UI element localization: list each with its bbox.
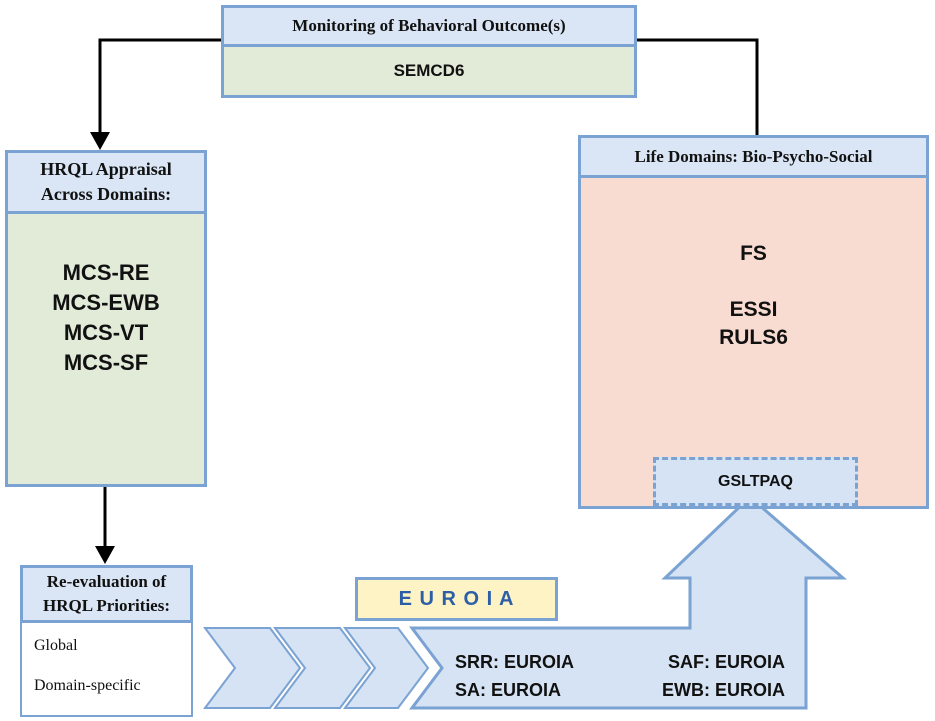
monitoring-header: Monitoring of Behavioral Outcome(s) — [221, 5, 637, 47]
euroia-label: E U R O I A — [398, 587, 515, 610]
gsltpaq-box: GSLTPAQ — [653, 457, 858, 506]
life-domains-title: Life Domains: Bio-Psycho-Social — [634, 146, 873, 166]
euroia-srr: SRR: EUROIA — [455, 652, 575, 672]
life-domains-header: Life Domains: Bio-Psycho-Social — [578, 135, 929, 178]
euroia-saf: SAF: EUROIA — [668, 652, 785, 672]
reevaluation-item-global: Global — [34, 637, 78, 654]
hrql-title-line-1: HRQL Appraisal — [40, 159, 172, 179]
hrql-measure-1: MCS-RE — [62, 260, 150, 285]
hrql-measure-2: MCS-EWB — [52, 290, 160, 315]
reevaluation-body: Global Domain-specific — [20, 623, 193, 717]
chevron-3 — [343, 627, 430, 709]
gsltpaq-label: GSLTPAQ — [718, 472, 793, 490]
life-measure-ruls6: RULS6 — [719, 326, 788, 349]
reevaluation-item-domain-specific: Domain-specific — [34, 677, 141, 694]
connector-life-to-monitoring — [637, 38, 759, 142]
hrql-measure-4: MCS-SF — [63, 350, 149, 375]
hrql-body: MCS-RE MCS-EWB MCS-VT MCS-SF — [5, 214, 207, 487]
euroia-label-box: E U R O I A — [355, 577, 558, 621]
reevaluation-title-line-1: Re-evaluation of — [46, 572, 167, 591]
euroia-measures: SRR: EUROIA SAF: EUROIA SA: EUROIA EWB: … — [455, 648, 785, 708]
bent-arrow — [409, 494, 848, 710]
chevron-2 — [273, 627, 372, 709]
reevaluation-header: Re-evaluation of HRQL Priorities: — [20, 565, 193, 623]
monitoring-body: SEMCD6 — [221, 47, 637, 98]
monitoring-measure: SEMCD6 — [393, 61, 465, 80]
arrowhead-reevaluation — [95, 546, 115, 564]
life-measure-essi: ESSI — [729, 298, 778, 321]
arrowhead-hrql — [90, 132, 110, 150]
connector-monitoring-to-hrql — [98, 38, 222, 135]
euroia-ewb: EWB: EUROIA — [662, 680, 785, 700]
hrql-title-line-2: Across Domains: — [40, 184, 172, 204]
reevaluation-title-line-2: HRQL Priorities: — [42, 596, 170, 615]
chevron-1 — [203, 627, 302, 709]
euroia-sa: SA: EUROIA — [455, 680, 562, 700]
hrql-measure-3: MCS-VT — [63, 320, 149, 345]
monitoring-title: Monitoring of Behavioral Outcome(s) — [292, 16, 566, 35]
life-domains-body: FS ESSI RULS6 — [578, 178, 929, 509]
life-measure-fs: FS — [740, 242, 767, 265]
hrql-header: HRQL Appraisal Across Domains: — [5, 150, 207, 214]
